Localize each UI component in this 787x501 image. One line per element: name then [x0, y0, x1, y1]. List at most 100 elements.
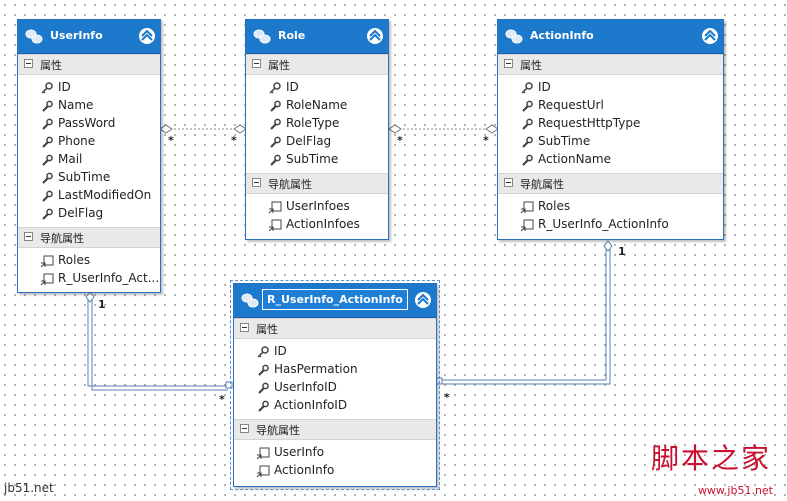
section-properties[interactable]: 属性: [234, 318, 436, 339]
entity-role[interactable]: Role 属性 ID RoleName RoleType DelFlag Sub…: [245, 19, 389, 240]
nav-property-name: UserInfoes: [286, 199, 350, 213]
collapse-icon[interactable]: [701, 27, 719, 45]
property-row[interactable]: RequestHttpType: [498, 115, 723, 133]
property-row[interactable]: SubTime: [246, 151, 388, 169]
collapse-section-icon[interactable]: [504, 178, 513, 187]
property-name: DelFlag: [58, 206, 104, 220]
property-row[interactable]: RoleName: [246, 97, 388, 115]
wrench-icon: [42, 172, 53, 184]
connector-userinfo-r: [87, 300, 228, 387]
property-name: PassWord: [58, 116, 116, 130]
wrench-icon: [42, 154, 53, 166]
section-title: 属性: [256, 323, 278, 336]
diamond-userinfo-r: [85, 291, 95, 303]
property-name: Mail: [58, 152, 83, 166]
property-row[interactable]: ID: [246, 79, 388, 97]
collapse-icon[interactable]: [414, 291, 432, 309]
collapse-section-icon[interactable]: [252, 59, 261, 68]
property-row[interactable]: SubTime: [18, 169, 160, 187]
entity-actioninfo[interactable]: ActionInfo 属性 ID RequestUrl RequestHttpT…: [497, 19, 724, 240]
nav-property-row[interactable]: Roles: [18, 252, 160, 270]
property-name: RequestHttpType: [538, 116, 641, 130]
collapse-section-icon[interactable]: [504, 59, 513, 68]
entity-header[interactable]: UserInfo: [18, 20, 160, 54]
nav-property-row[interactable]: R_UserInfo_Act...: [18, 270, 160, 288]
entity-header[interactable]: Role: [246, 20, 388, 54]
section-title: 属性: [268, 59, 290, 72]
property-row[interactable]: HasPermation: [234, 361, 436, 379]
mult-role-actioninfo-right: *: [483, 134, 489, 147]
property-row[interactable]: ID: [18, 79, 160, 97]
property-name: ActionName: [538, 152, 611, 166]
nav-property-row[interactable]: ActionInfo: [234, 462, 436, 480]
nav-property-row[interactable]: ActionInfoes: [246, 216, 388, 234]
entity-icon: [505, 29, 523, 44]
nav-property-name: ActionInfoes: [286, 217, 360, 231]
section-navigation[interactable]: 导航属性: [18, 227, 160, 248]
property-name: RoleType: [286, 116, 340, 130]
section-properties[interactable]: 属性: [18, 54, 160, 75]
wrench-icon: [522, 118, 533, 130]
property-name: ID: [286, 80, 299, 94]
collapse-section-icon[interactable]: [240, 424, 249, 433]
property-row[interactable]: SubTime: [498, 133, 723, 151]
mult-userinfo-role-right: *: [231, 134, 237, 147]
wrench-icon: [42, 136, 53, 148]
wrench-icon: [258, 400, 269, 412]
entity-userinfo[interactable]: UserInfo 属性 ID Name PassWord Phone Mail …: [17, 19, 161, 293]
navigation-icon: [40, 273, 54, 286]
section-properties[interactable]: 属性: [246, 54, 388, 75]
entity-name-editor[interactable]: R_UserInfo_ActionInfo: [262, 289, 408, 310]
navigation-icon: [520, 201, 534, 214]
collapse-section-icon[interactable]: [24, 59, 33, 68]
property-row[interactable]: Mail: [18, 151, 160, 169]
entity-header[interactable]: R_UserInfo_ActionInfo: [234, 284, 436, 318]
section-title: 导航属性: [40, 232, 84, 245]
mult-userinfo-one: 1: [98, 298, 106, 311]
property-row[interactable]: ID: [234, 343, 436, 361]
section-properties[interactable]: 属性: [498, 54, 723, 75]
nav-property-row[interactable]: UserInfoes: [246, 198, 388, 216]
entity-r-userinfo-actioninfo[interactable]: R_UserInfo_ActionInfo 属性 ID HasPermation…: [230, 280, 440, 490]
section-navigation[interactable]: 导航属性: [498, 173, 723, 194]
property-row[interactable]: ActionName: [498, 151, 723, 169]
diamond-actioninfo-r: [603, 240, 613, 252]
section-navigation[interactable]: 导航属性: [246, 173, 388, 194]
property-name: ID: [538, 80, 551, 94]
navigation-icon: [268, 201, 282, 214]
section-title: 导航属性: [268, 178, 312, 191]
entity-icon: [25, 29, 43, 44]
section-title: 属性: [520, 59, 542, 72]
property-row[interactable]: LastModifiedOn: [18, 187, 160, 205]
property-name: RoleName: [286, 98, 348, 112]
property-row[interactable]: DelFlag: [18, 205, 160, 223]
wrench-icon: [270, 136, 281, 148]
property-row[interactable]: DelFlag: [246, 133, 388, 151]
property-row[interactable]: Phone: [18, 133, 160, 151]
property-row[interactable]: RoleType: [246, 115, 388, 133]
wrench-icon: [522, 136, 533, 148]
collapse-icon[interactable]: [366, 27, 384, 45]
entity-header[interactable]: ActionInfo: [498, 20, 723, 54]
collapse-icon[interactable]: [138, 27, 156, 45]
nav-property-row[interactable]: UserInfo: [234, 444, 436, 462]
key-icon: [257, 346, 269, 358]
property-row[interactable]: ActionInfoID: [234, 397, 436, 415]
collapse-section-icon[interactable]: [24, 232, 33, 241]
nav-property-row[interactable]: Roles: [498, 198, 723, 216]
property-name: SubTime: [286, 152, 339, 166]
collapse-section-icon[interactable]: [252, 178, 261, 187]
entity-icon: [241, 293, 259, 308]
collapse-section-icon[interactable]: [240, 323, 249, 332]
wrench-icon: [522, 154, 533, 166]
property-row[interactable]: PassWord: [18, 115, 160, 133]
property-row[interactable]: UserInfoID: [234, 379, 436, 397]
property-row[interactable]: Name: [18, 97, 160, 115]
nav-property-row[interactable]: R_UserInfo_ActionInfo: [498, 216, 723, 234]
property-row[interactable]: RequestUrl: [498, 97, 723, 115]
section-navigation[interactable]: 导航属性: [234, 419, 436, 440]
property-name: ID: [274, 344, 287, 358]
wrench-icon: [42, 208, 53, 220]
property-row[interactable]: ID: [498, 79, 723, 97]
